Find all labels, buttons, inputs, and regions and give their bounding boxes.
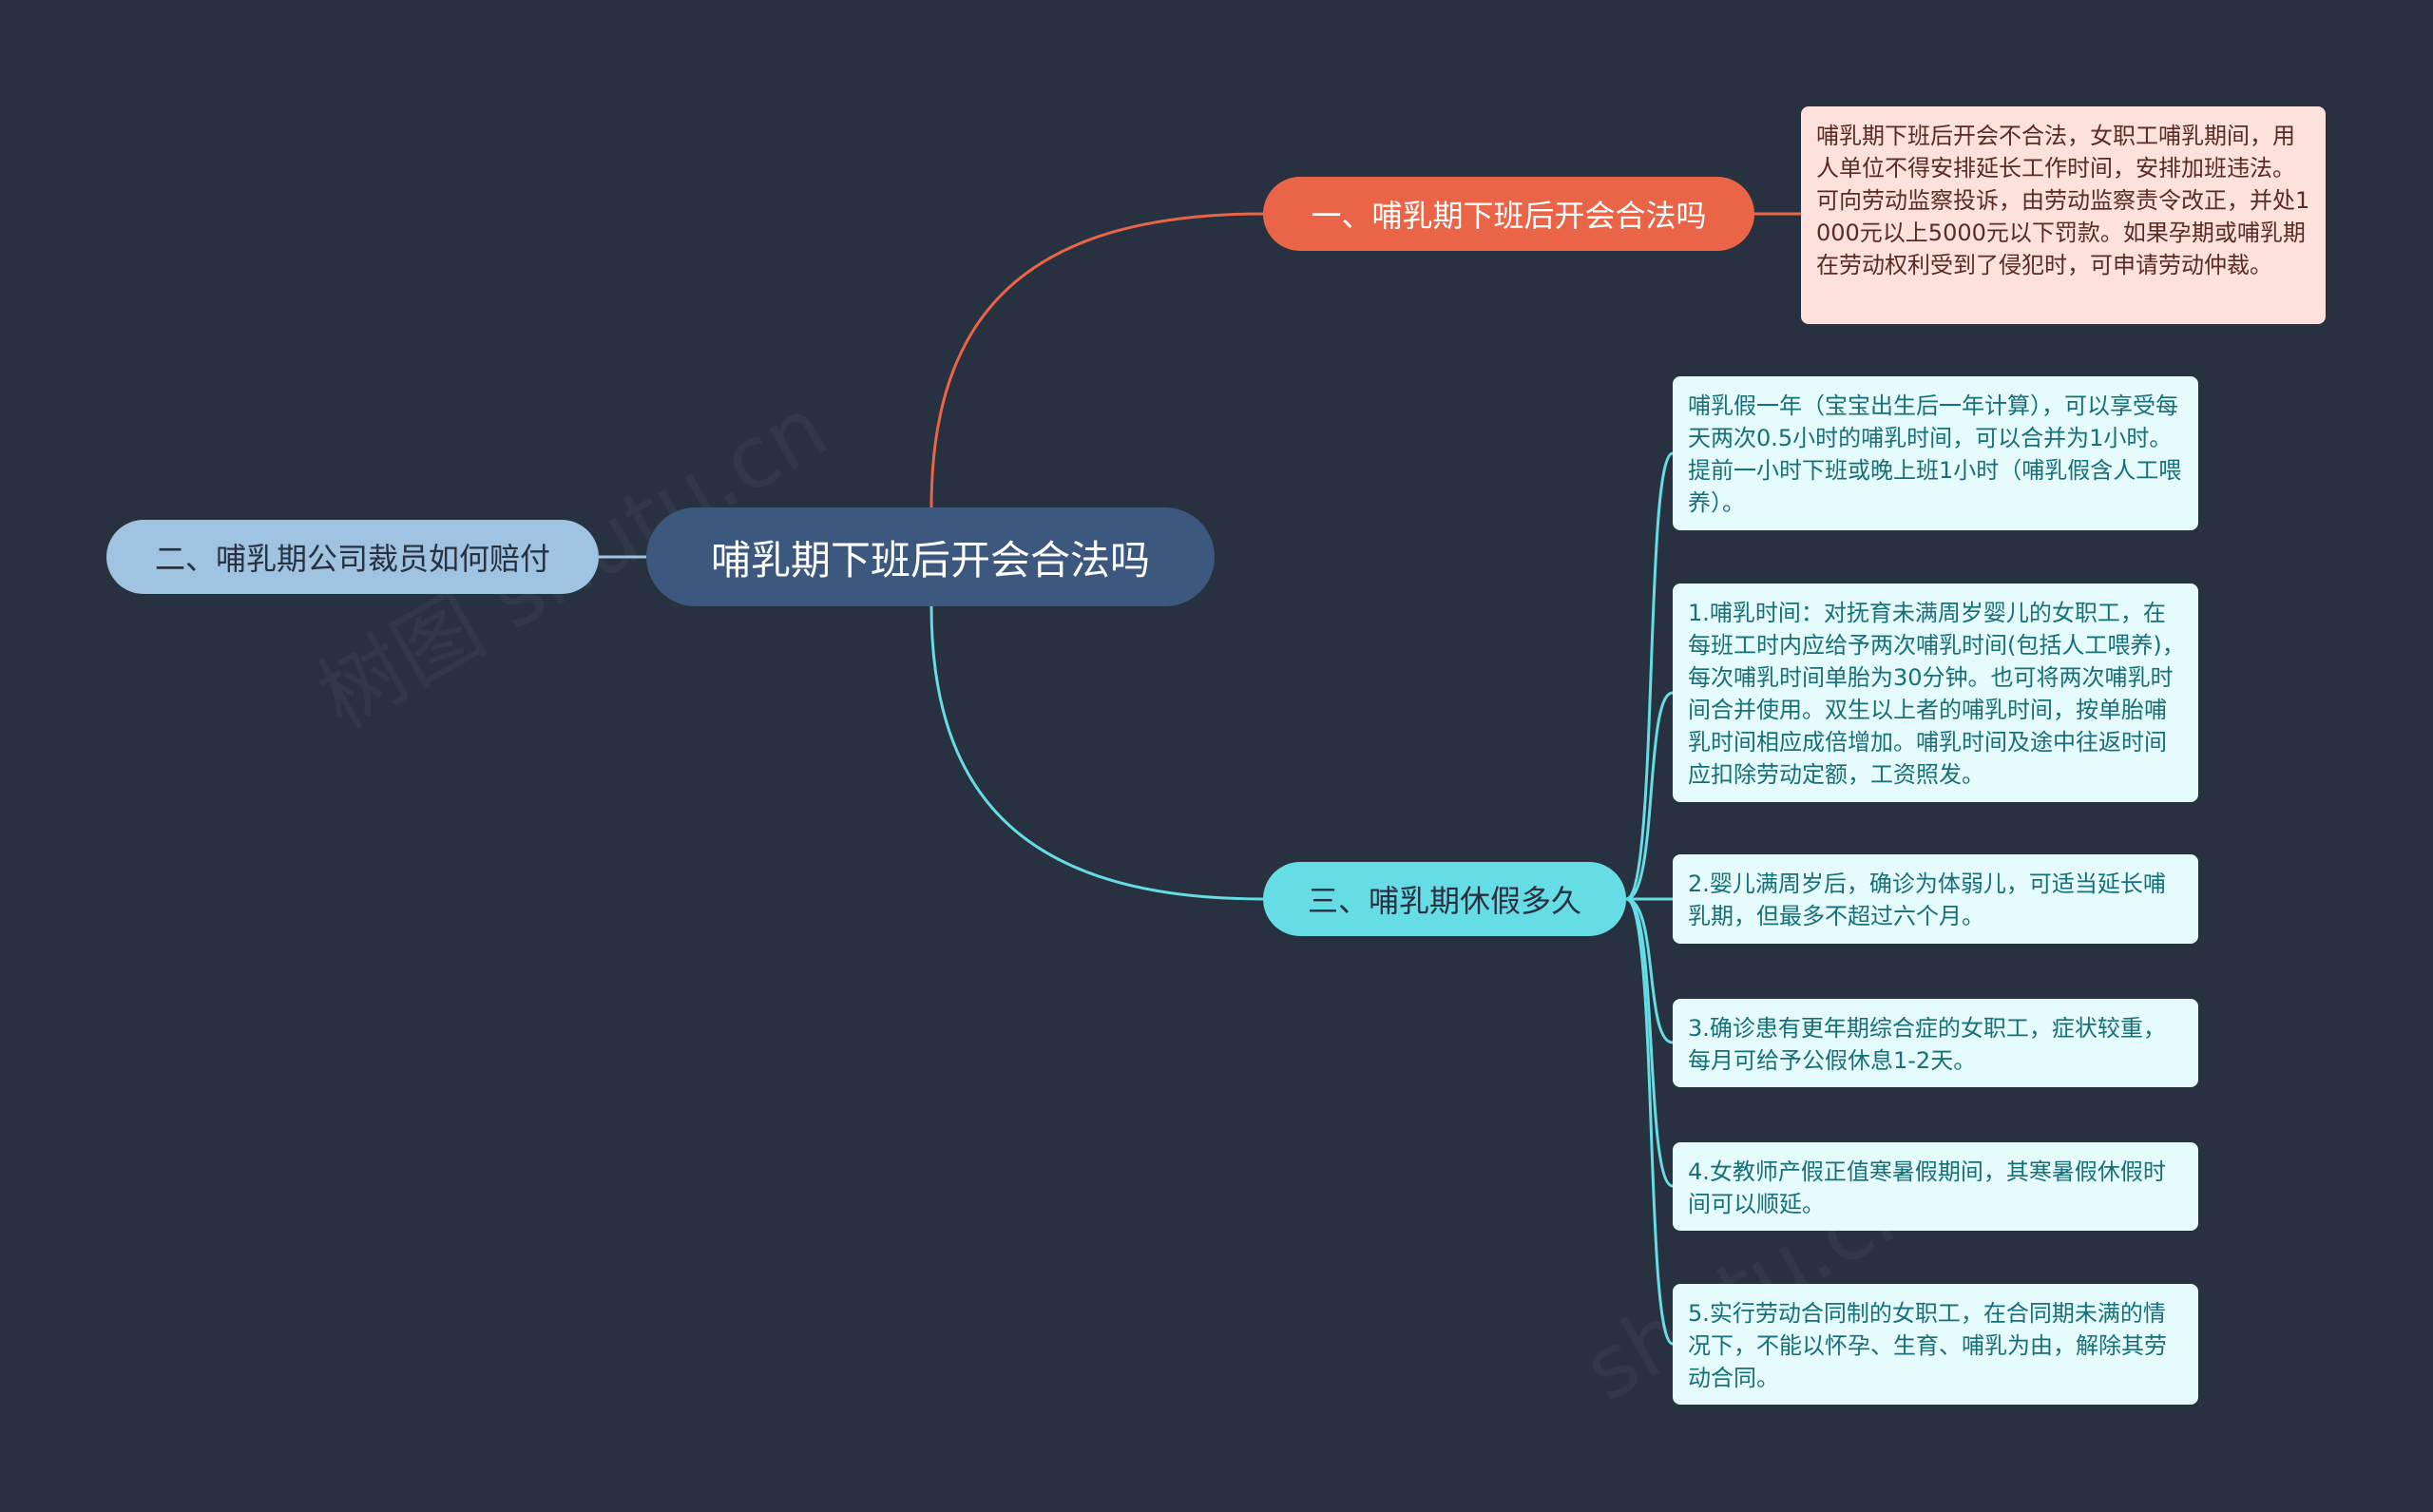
link-b3-card-5	[1625, 897, 1674, 1188]
link-b3-card-1	[1625, 451, 1674, 901]
link-b3-card-2	[1625, 691, 1674, 901]
branch-node-leave-duration[interactable]: 三、哺乳期休假多久	[1263, 862, 1626, 936]
root-node[interactable]: 哺乳期下班后开会合法吗	[646, 507, 1215, 606]
detail-card-legality[interactable]: 哺乳期下班后开会不合法，女职工哺乳期间，用人单位不得安排延长工作时间，安排加班违…	[1801, 106, 2326, 324]
detail-card-leave-5[interactable]: 4.女教师产假正值寒暑假期间，其寒暑假休假时间可以顺延。	[1673, 1142, 2198, 1231]
link-b3-card-4	[1625, 897, 1674, 1044]
branch-node-legality[interactable]: 一、哺乳期下班后开会合法吗	[1263, 177, 1754, 251]
detail-card-leave-6[interactable]: 5.实行劳动合同制的女职工，在合同期未满的情况下，不能以怀孕、生育、哺乳为由，解…	[1673, 1284, 2198, 1405]
branch-node-layoff-compensation[interactable]: 二、哺乳期公司裁员如何赔付	[106, 520, 599, 594]
detail-card-leave-4[interactable]: 3.确诊患有更年期综合症的女职工，症状较重，每月可给予公假休息1-2天。	[1673, 999, 2198, 1087]
link-b3-card-6	[1625, 897, 1674, 1346]
link-root-b1	[929, 212, 1264, 508]
detail-card-leave-3[interactable]: 2.婴儿满周岁后，确诊为体弱儿，可适当延长哺乳期，但最多不超过六个月。	[1673, 854, 2198, 944]
link-root-b3	[929, 605, 1264, 901]
detail-card-leave-2[interactable]: 1.哺乳时间：对抚育未满周岁婴儿的女职工，在每班工时内应给予两次哺乳时间(包括人…	[1673, 584, 2198, 802]
detail-card-leave-1[interactable]: 哺乳假一年（宝宝出生后一年计算），可以享受每天两次0.5小时的哺乳时间，可以合并…	[1673, 376, 2198, 530]
